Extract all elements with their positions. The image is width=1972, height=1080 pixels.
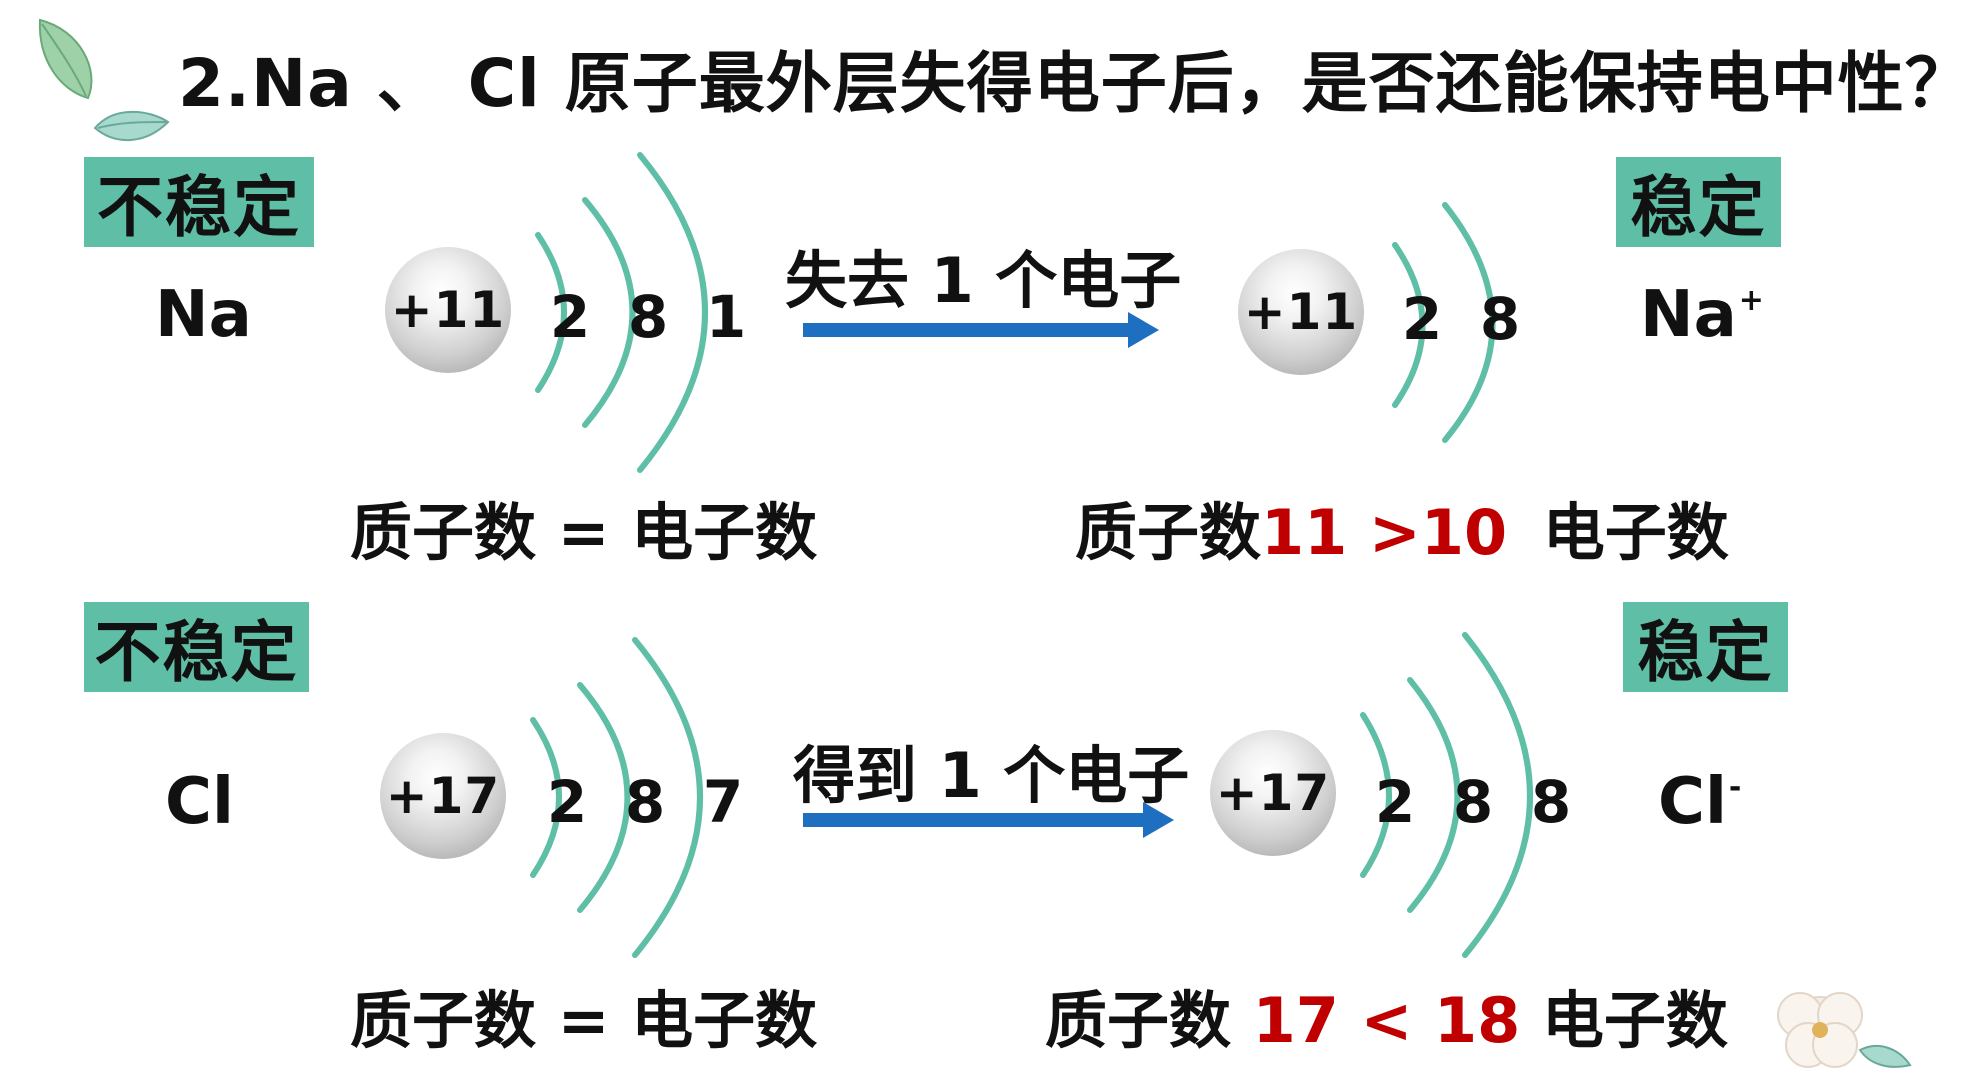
cl-ion-shell-2: 8 (1452, 768, 1494, 836)
na-atom-shell-1: 2 (549, 283, 591, 351)
cl-ion-nucleus: +17 (1210, 730, 1336, 856)
na-ion-nucleus: +11 (1238, 249, 1364, 375)
na-stable-badge: 稳定 (1616, 157, 1781, 247)
na-arrow-label: 失去 1 个电子 (785, 244, 1182, 317)
cl-stable-badge: 稳定 (1623, 602, 1788, 692)
na-reaction-arrow (803, 312, 1159, 348)
na-ion-symbol-text: Na (1640, 278, 1737, 352)
na-atom-shell-2: 8 (627, 283, 669, 351)
na-atom-symbol: Na (155, 278, 252, 352)
cl-ion-relation: 质子数 17 < 18 电子数 (1045, 970, 1728, 1060)
cl-atom-shell-3: 7 (702, 768, 744, 836)
na-ion-charge: + (1738, 283, 1764, 318)
cl-ion-relation-prefix: 质子数 (1045, 984, 1232, 1057)
cl-ion-symbol: Cl- (1658, 765, 1741, 839)
na-ion-relation-prefix: 质子数 (1075, 496, 1262, 569)
cl-ion-charge: - (1728, 770, 1742, 805)
na-ion-relation: 质子数11 >10 电子数 (1075, 482, 1729, 572)
slide-title: 2.Na 、 Cl 原子最外层失得电子后，是否还能保持电中性？ (178, 45, 1972, 122)
cl-atom-shell-2: 8 (624, 768, 666, 836)
cl-unstable-badge: 不稳定 (84, 602, 309, 692)
cl-atom-nucleus: +17 (380, 733, 506, 859)
cl-arrow-label: 得到 1 个电子 (793, 739, 1190, 812)
na-unstable-badge: 不稳定 (84, 157, 314, 247)
cl-atom-shells (530, 637, 703, 958)
cl-ion-shell-1: 2 (1374, 768, 1416, 836)
na-ion-shells (1392, 202, 1496, 443)
na-atom-shell-3: 1 (705, 283, 747, 351)
na-ion-symbol: Na+ (1640, 278, 1764, 352)
cl-ion-relation-value: 17 < 18 (1252, 984, 1521, 1057)
cl-atom-relation: 质子数 = 电子数 (350, 984, 818, 1057)
cl-atom-shell-1: 2 (546, 768, 588, 836)
leaf-decoration-icon (38, 18, 170, 141)
cl-ion-symbol-text: Cl (1658, 765, 1727, 839)
na-atom-relation: 质子数 = 电子数 (350, 496, 818, 569)
na-ion-shell-1: 2 (1401, 285, 1443, 353)
na-atom-shells (535, 152, 708, 473)
cl-atom-symbol: Cl (165, 765, 234, 839)
na-atom-nucleus: +11 (385, 247, 511, 373)
na-ion-relation-suffix: 电子数 (1542, 496, 1729, 569)
na-ion-shell-2: 8 (1479, 285, 1521, 353)
cl-ion-relation-suffix: 电子数 (1541, 984, 1728, 1057)
cl-reaction-arrow (803, 802, 1174, 838)
cl-ion-shells (1360, 632, 1533, 958)
cl-ion-shell-3: 8 (1530, 768, 1572, 836)
na-ion-relation-value: 11 >10 (1261, 496, 1508, 569)
flower-decoration-icon (1777, 992, 1912, 1068)
